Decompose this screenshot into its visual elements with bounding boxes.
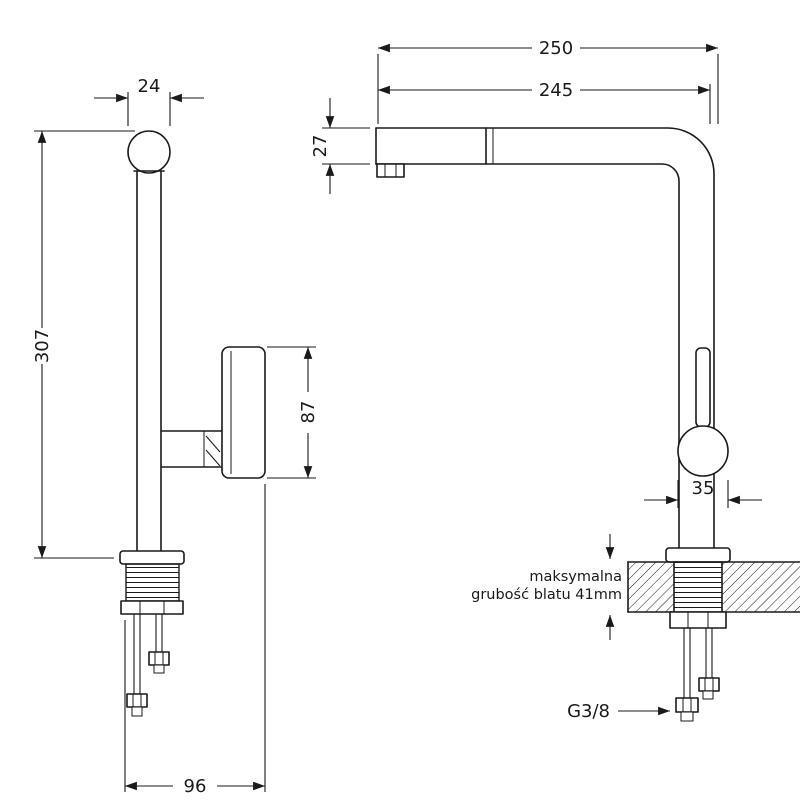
countertop-thickness-note: maksymalna grubość blatu 41mm: [471, 534, 622, 640]
base-mount-front: [119, 550, 185, 615]
dim-label-245: 245: [539, 80, 573, 101]
dim-label-307: 307: [32, 329, 53, 363]
note-line-1: maksymalna: [529, 569, 622, 585]
note-line-2: grubość blatu 41mm: [471, 587, 622, 603]
dim-label-87: 87: [298, 401, 319, 424]
dimension-base-span: 96: [124, 484, 266, 797]
dimension-body-height: 87: [267, 346, 319, 479]
mounting-studs-front: [126, 614, 170, 717]
front-view: [119, 130, 266, 717]
countertop-section: [627, 561, 800, 613]
thread-through-counter: [674, 562, 722, 612]
thread-section-front: [125, 563, 180, 602]
aerator: [376, 163, 405, 178]
thread-size-label: G3/8: [567, 701, 610, 722]
dim-label-24: 24: [138, 76, 161, 97]
faucet-pipe-front: [136, 170, 162, 552]
dimension-handle-width: 35: [644, 478, 762, 508]
spout-body-front: [221, 346, 266, 479]
dimension-total-depth: 250: [377, 38, 719, 124]
spout-side: [375, 127, 715, 549]
faucet-head-front: [127, 130, 171, 174]
dimension-top-width: 24: [94, 76, 204, 126]
dimension-spout-reach: 245: [378, 80, 711, 124]
spout-connector-front: [160, 430, 223, 468]
base-flange-side: [665, 547, 731, 563]
dimension-total-height: 307: [32, 130, 135, 559]
thread-size-callout: G3/8: [567, 701, 670, 722]
g38-nut: [675, 697, 699, 713]
side-view-dimensions: 250 245 27 35: [310, 38, 762, 722]
dim-label-96: 96: [184, 776, 207, 797]
mounting-hardware-side: [669, 611, 727, 722]
front-view-dimensions: 24 307 87 96: [32, 76, 319, 797]
dimension-spout-height: 27: [310, 98, 370, 194]
handle-knob: [677, 425, 729, 477]
dim-label-35: 35: [692, 478, 715, 499]
side-view: [375, 127, 800, 722]
dim-label-250: 250: [539, 38, 573, 59]
handle-side: [677, 347, 729, 477]
dim-label-27: 27: [310, 135, 331, 158]
